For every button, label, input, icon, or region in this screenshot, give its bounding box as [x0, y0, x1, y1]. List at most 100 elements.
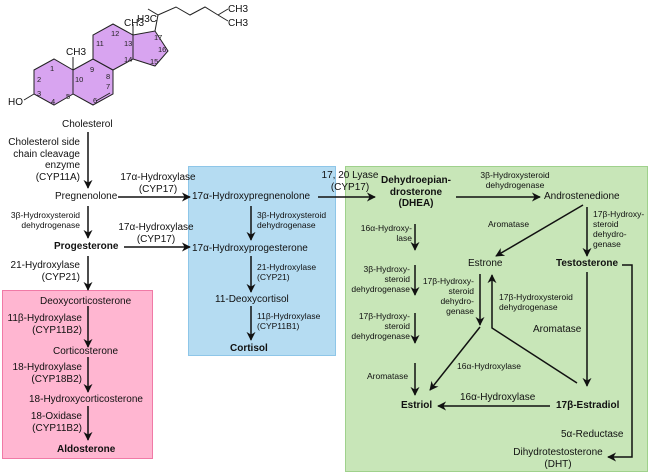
enzyme-oxidase: 18-Oxidase (CYP11B2)	[31, 411, 82, 434]
svg-text:2: 2	[37, 75, 41, 84]
compound-cortisol: Cortisol	[230, 343, 268, 354]
arrow-estradiol-estrone	[487, 274, 578, 384]
enzyme-line: 18-Oxidase	[30, 411, 82, 422]
enzyme-17bhsd-androstenedione: 17β-Hydroxy- steroid dehydro- genase	[593, 209, 644, 249]
enzyme-17bhsd-estrone: 17β-Hydroxy- steroid dehydro- genase	[423, 276, 474, 316]
compound-17oh-progesterone: 17α-Hydroxyprogesterone	[192, 243, 308, 254]
svg-text:8: 8	[106, 72, 110, 81]
compound-dht: Dihydrotestosterone (DHT)	[508, 447, 608, 470]
enzyme-cyp11b1: 11β-Hydroxylase (CYP11B1)	[257, 311, 320, 331]
enzyme-line: (CYP17)	[330, 181, 370, 193]
mineralocorticoid-region	[2, 290, 153, 459]
methyl-label-c10: CH3	[66, 47, 87, 58]
enzyme-line: dehydrogenase	[257, 220, 316, 230]
enzyme-line: 21-Hydroxylase	[257, 262, 317, 272]
enzyme-aromatase-testosterone: Aromatase	[533, 324, 582, 335]
enzyme-line: genase	[446, 306, 474, 316]
enzyme-aromatase-androstenedione: Aromatase	[488, 219, 530, 229]
enzyme-line: (CYP17)	[136, 233, 176, 245]
svg-text:12: 12	[111, 29, 119, 38]
enzyme-hsd3b-blue: 3β-Hydroxysteroid dehydrogenase	[257, 210, 326, 230]
enzyme-17bhsd-left: 17β-Hydroxy- steroid dehydrogenase	[351, 311, 410, 341]
svg-text:9: 9	[90, 65, 94, 74]
compound-dhea: Dehydroepian- drosterone (DHEA)	[376, 175, 456, 210]
compound-estradiol: 17β-Estradiol	[556, 400, 620, 411]
arrow-estrone-estriol	[429, 326, 481, 391]
compound-deoxycorticosterone: Deoxycorticosterone	[40, 296, 132, 307]
cholesterol-structure	[33, 23, 169, 106]
enzyme-5a-reductase: 5α-Reductase	[561, 429, 624, 440]
enzyme-16a-hydroxylase-estradiol: 16α-Hydroxylase	[460, 392, 536, 403]
enzyme-line: 11β-Hydroxylase	[7, 313, 82, 324]
enzyme-line: (CYP21)	[41, 271, 80, 283]
methyl-label-c13: CH3	[124, 18, 145, 29]
enzyme-line: 3β-Hydroxysteroid	[257, 210, 327, 220]
enzyme-line: 17β-Hydroxy-	[422, 276, 474, 286]
enzyme-line: chain cleavage	[13, 148, 80, 160]
terminal-methyl-2: CH3	[228, 18, 249, 29]
sex-steroid-region	[345, 166, 648, 472]
enzyme-line: steroid	[448, 286, 474, 296]
enzyme-16a-hydroxylase-dhea: 16α-Hydroxy- lase	[361, 223, 412, 243]
svg-text:16: 16	[158, 45, 166, 54]
compound-testosterone: Testosterone	[556, 258, 619, 269]
arrow-androstenedione-estrone	[495, 204, 584, 257]
enzyme-line: dehydrogenase	[485, 180, 545, 190]
enzyme-line: 17β-Hydroxy-	[593, 209, 645, 219]
enzyme-line: Cholesterol side	[8, 137, 80, 148]
enzyme-line: dehydro-	[440, 296, 474, 306]
double-bond	[95, 92, 111, 102]
enzyme-line: 17β-Hydroxysteroid	[499, 292, 573, 302]
enzyme-scc: Cholesterol side chain cleavage enzyme (…	[8, 137, 80, 183]
enzyme-line: steroid	[384, 321, 410, 331]
enzyme-17bhsd-estradiol: 17β-Hydroxysteroid dehydrogenase	[499, 292, 573, 312]
compound-corticosterone: Corticosterone	[53, 346, 119, 357]
enzyme-line: dehydrogenase	[351, 284, 410, 294]
enzyme-cyp21-blue: 21-Hydroxylase (CYP21)	[257, 262, 316, 282]
compound-estrone: Estrone	[468, 258, 503, 269]
compound-line: drosterone	[389, 186, 443, 198]
enzyme-lyase: 17, 20 Lyase (CYP17)	[320, 170, 380, 193]
enzyme-line: dehydrogenase	[351, 331, 410, 341]
enzyme-cyp17-mid: 17α-Hydroxylase (CYP17)	[116, 222, 196, 245]
compound-line: (DHT)	[544, 458, 572, 470]
arrow-testosterone-dht	[607, 264, 633, 462]
svg-text:5: 5	[66, 92, 70, 101]
svg-text:3: 3	[37, 89, 41, 98]
compound-androstenedione: Androstenedione	[544, 191, 620, 202]
enzyme-line: (CYP21)	[257, 272, 290, 282]
enzyme-line: 11β-Hydroxylase	[257, 311, 321, 321]
svg-text:11: 11	[96, 39, 104, 48]
hydroxyl-label: HO	[8, 97, 23, 108]
svg-text:6: 6	[93, 96, 97, 105]
enzyme-line: genase	[593, 239, 621, 249]
enzyme-line: (CYP11A)	[35, 171, 80, 183]
enzyme-cyp17-top: 17α-Hydroxylase (CYP17)	[118, 172, 198, 195]
ring-number: 1	[50, 64, 54, 73]
enzyme-line: steroid	[384, 274, 410, 284]
terminal-methyl-1: CH3	[228, 4, 249, 15]
enzyme-hsd3b-preg: 3β-Hydroxysteroid dehydrogenase	[11, 210, 80, 230]
enzyme-cyp11b2-a: 11β-Hydroxylase (CYP11B2)	[8, 313, 82, 336]
enzyme-line: 3β-Hydroxysteroid	[480, 170, 550, 180]
svg-text:15: 15	[150, 57, 158, 66]
enzyme-line: (CYP11B2)	[32, 324, 82, 336]
enzyme-line: (CYP17)	[138, 183, 178, 195]
svg-text:17: 17	[154, 33, 162, 42]
enzyme-line: 18-Hydroxylase	[12, 362, 82, 373]
cholesterol-label: Cholesterol	[62, 119, 113, 130]
svg-text:14: 14	[124, 55, 132, 64]
compound-aldosterone: Aldosterone	[57, 444, 116, 455]
enzyme-line: 17, 20 Lyase	[321, 170, 379, 181]
enzyme-line: (CYP18B2)	[31, 373, 82, 385]
enzyme-cyp18b2: 18-Hydroxylase (CYP18B2)	[13, 362, 82, 385]
compound-line: Dehydroepian-	[380, 175, 451, 186]
enzyme-line: 17α-Hydroxylase	[118, 222, 194, 233]
side-chain	[157, 6, 219, 16]
enzyme-line: dehydrogenase	[499, 302, 558, 312]
enzyme-line: steroid	[593, 219, 619, 229]
compound-pregnenolone: Pregnenolone	[55, 191, 118, 202]
enzyme-line: (CYP11B2)	[32, 422, 82, 434]
enzyme-line: (CYP11B1)	[257, 321, 300, 331]
